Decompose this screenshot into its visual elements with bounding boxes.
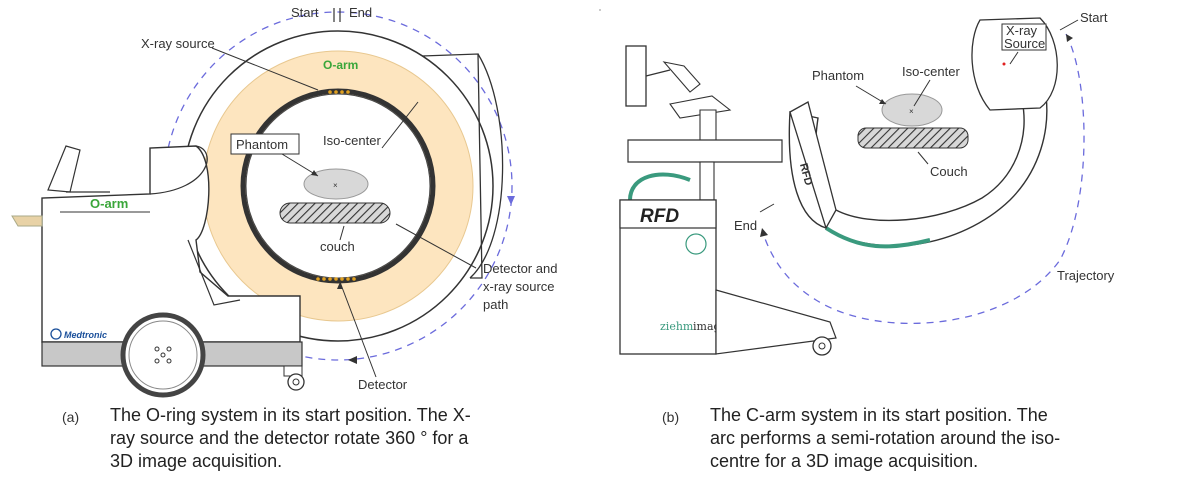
caption-b-line-3: centre for a 3D image acquisition.: [710, 451, 979, 471]
detector-path-label-2: x-ray source: [483, 279, 555, 294]
couch-a: [279, 202, 391, 224]
detector-path-ring: [240, 88, 436, 284]
cart-brand-label: O-arm: [90, 196, 128, 211]
oring-end-label: End: [349, 5, 372, 20]
rfd-logo: RFD: [640, 206, 679, 227]
rfd-arm-label: RFD: [797, 162, 814, 187]
xray-source-label-2: Source: [1004, 36, 1045, 51]
xray-source-dots: [328, 90, 350, 94]
caption-a-tag: (a): [62, 409, 80, 425]
oring-brand-label: O-arm: [323, 58, 358, 72]
xray-source-label-1: X-ray: [1006, 23, 1038, 38]
phantom-label-b: Phantom: [812, 68, 864, 83]
xray-source-label: X-ray source: [141, 36, 215, 51]
phantom-ellipse-a: [303, 168, 369, 200]
caption-a: (a) The O-ring system in its start posit…: [62, 404, 582, 484]
oring-start-label: Start: [291, 5, 319, 20]
caption-b-line-1: The C-arm system in its start position. …: [710, 405, 1048, 425]
panel-b: RFD ziehm imaging RFD X-ray Source Start…: [619, 10, 1115, 356]
svg-text:×: ×: [909, 107, 914, 116]
svg-text:×: ×: [333, 181, 338, 190]
carm-end-label: End: [734, 218, 757, 233]
carm-trajectory: [761, 33, 1085, 325]
couch-b: [857, 127, 969, 149]
phantom-ellipse-b: [881, 93, 943, 127]
couch-label-a: couch: [320, 239, 355, 254]
carm-monitor: [625, 45, 647, 107]
caption-b-line-2: arc performs a semi-rotation around the …: [710, 428, 1061, 448]
caption-a-line-1: The O-ring system in its start position.…: [110, 405, 471, 425]
medtronic-label: Medtronic: [64, 330, 107, 340]
trajectory-label: Trajectory: [1057, 268, 1115, 283]
isocenter-label-b: Iso-center: [902, 64, 960, 79]
phantom-label-box: [230, 133, 300, 155]
detector-label: Detector: [358, 377, 408, 392]
caption-a-line-2: ray source and the detector rotate 360 °…: [110, 428, 469, 448]
phantom-label-a: Phantom: [236, 137, 288, 152]
caption-a-line-3: 3D image acquisition.: [110, 451, 283, 471]
isocenter-label-a: Iso-center: [323, 133, 381, 148]
detector-path-label-3: path: [483, 297, 508, 312]
carm-start-label: Start: [1080, 10, 1108, 25]
detector-dots: [316, 277, 356, 281]
panel-a: Start End O-arm × X-ray source: [11, 5, 557, 398]
ziehm-brand: ziehm: [660, 320, 694, 333]
couch-label-b: Couch: [930, 164, 968, 179]
detector-path-label-1: Detector and: [483, 261, 557, 276]
caption-b-tag: (b): [662, 409, 680, 425]
caption-b: (b) The C-arm system in its start positi…: [662, 404, 1182, 484]
